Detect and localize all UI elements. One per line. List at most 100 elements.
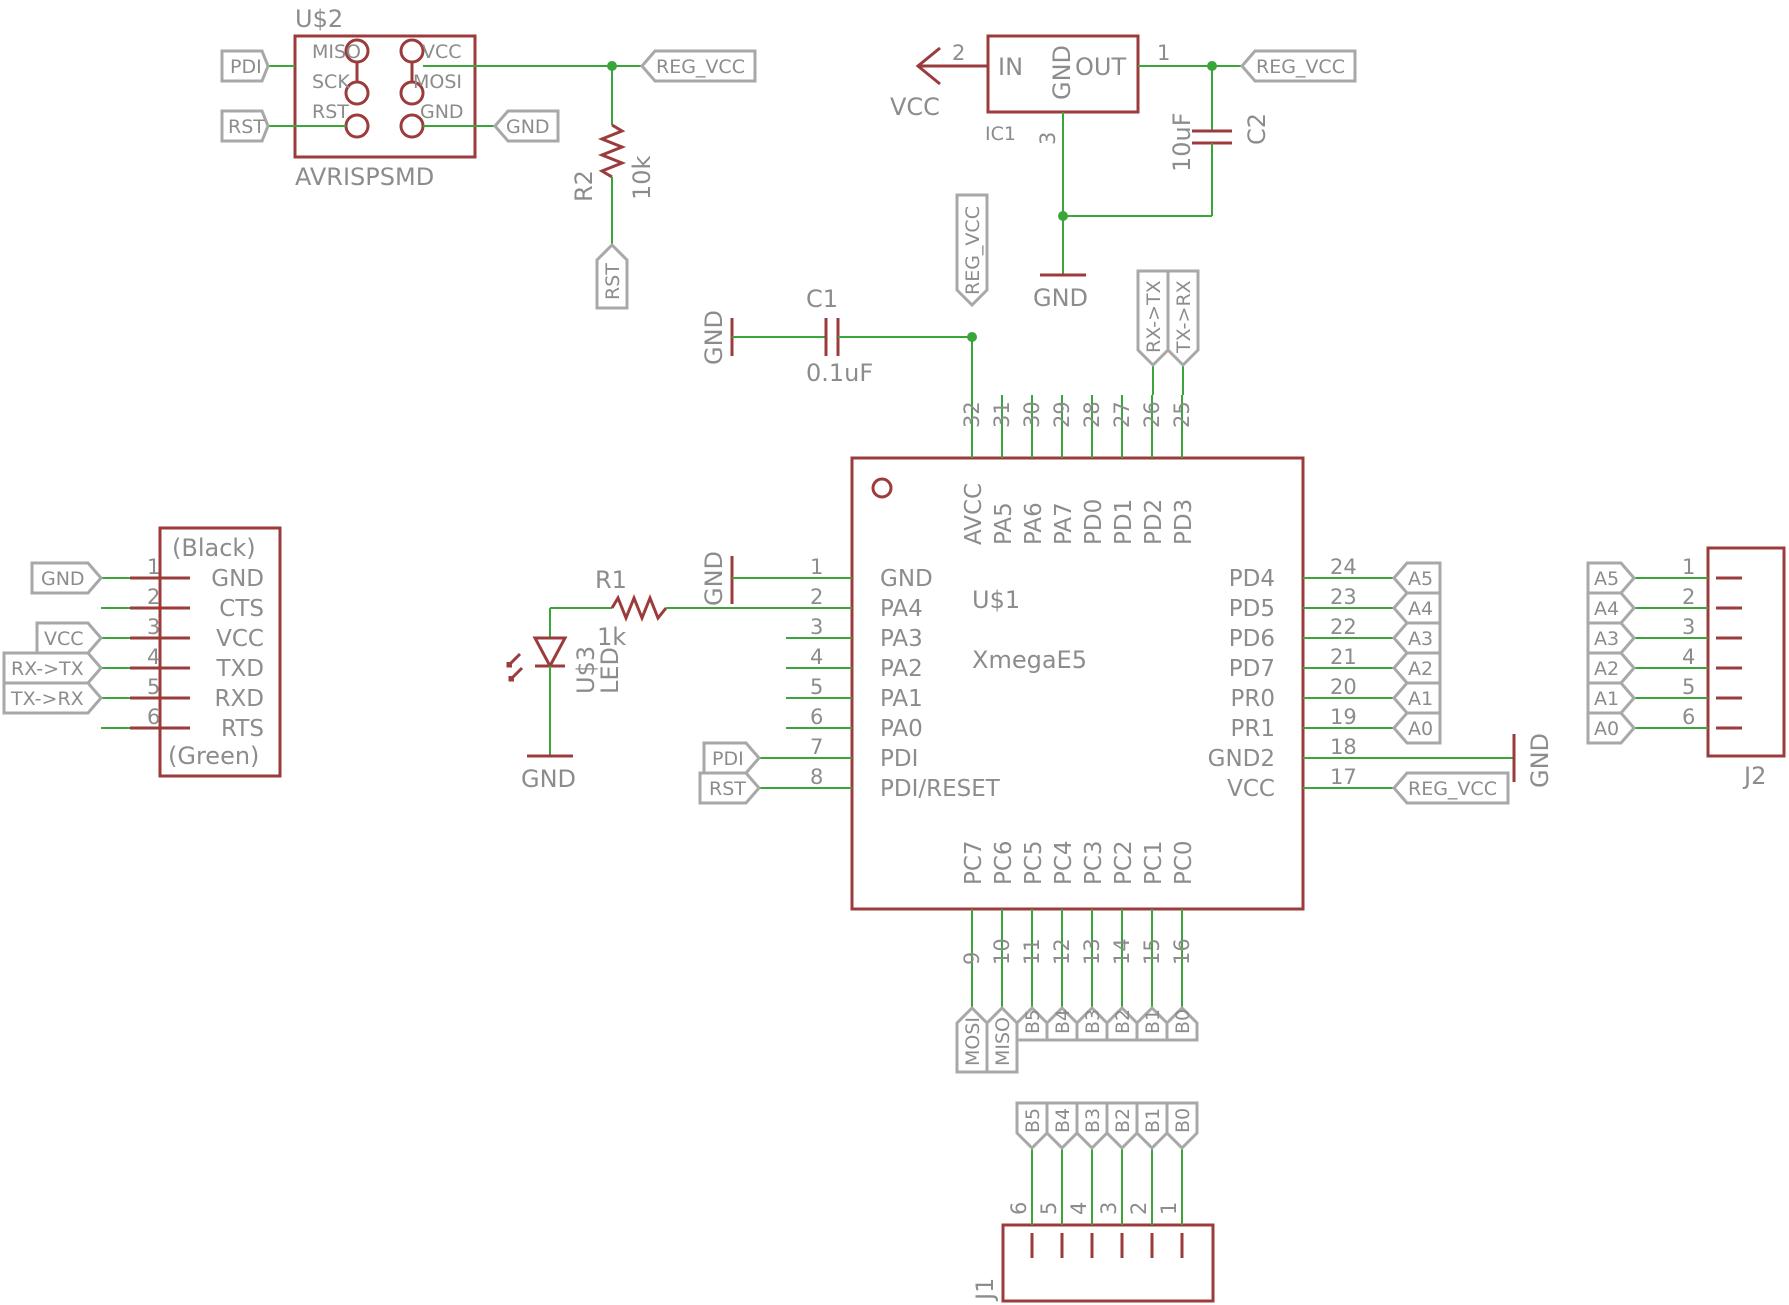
u1-left-pin-name: PDI [880,746,918,772]
flag-u1-a5 [1392,561,1442,595]
u1-top-pin-num: 28 [1080,401,1104,428]
u3-ref: U$3 [572,646,600,694]
u2-pin-miso: MISO [312,41,361,63]
u1-bottom-pin-name: PC5 [1021,840,1047,885]
u1-left-pin-num: 8 [810,765,823,789]
u2-pin-vcc: VCC [422,41,462,63]
u1-right-pin-name: PD7 [1229,656,1275,682]
flag-u1-rst [698,771,761,805]
flag-j1-b4 [1045,1101,1079,1151]
ic1-pin-gnd: GND [1048,45,1076,100]
flag-j2-a3-text: A3 [1594,628,1619,650]
ftdi-pin-num: 1 [147,555,160,579]
flag-rx-tx-top-text: RX->TX [1143,280,1165,353]
u2-pin-sck: SCK [312,71,350,93]
u1-top-pin-num: 31 [990,401,1014,428]
ic1-pin-in: IN [998,53,1023,81]
j1-pin-num: 4 [1067,1202,1091,1215]
ic1-pin-out: OUT [1075,53,1126,81]
flag-u2-gnd-text: GND [506,116,550,138]
u1-top-pin-name: PA6 [1021,502,1047,545]
j1-pin-num: 2 [1127,1202,1151,1215]
u1-xmega: U$1 XmegaE5 32AVCC31PA530PA629PA728PD027… [698,269,1554,1074]
ic1-pin-num-gnd: 3 [1036,132,1060,145]
u1-right-pins: 24PD423PD522PD621PD720PR019PR118GND217VC… [1208,555,1514,802]
u1-right-pin-num: 17 [1330,765,1357,789]
u1-top-pin-name: PA7 [1051,502,1077,545]
flag-u1-bottom-miso-text: MISO [992,1017,1014,1066]
c1-capacitor: GND C1 0.1uF REG_VCC [700,193,989,387]
u1-top-pin-num: 25 [1170,401,1194,428]
flag-u1-a2-text: A2 [1408,658,1433,680]
c2-ref: C2 [1243,113,1271,145]
ic1-regulator: IN OUT GND IC1 2 1 3 VCC REG_VCC GND [890,34,1357,312]
j2-pin-num: 3 [1682,615,1695,639]
flag-j2-a0-text: A0 [1594,718,1619,740]
u1-left-pin-name: GND [880,566,933,592]
j1-pin-num: 3 [1097,1202,1121,1215]
u1-left-gnd-label: GND [700,551,728,606]
u1-bottom-pin-num: 16 [1170,938,1194,965]
flag-u1-bottom-miso [985,1005,1019,1074]
ftdi-pin-num: 4 [147,645,160,669]
flag-j1-b1-text: B1 [1142,1108,1164,1133]
flag-j2-a0 [1586,711,1636,745]
flag-r2-rst-text: RST [602,263,624,300]
flag-u1-bottom-b2-text: B2 [1112,1009,1134,1034]
flag-u2-rst [220,109,270,143]
ftdi-pin-num: 2 [147,585,160,609]
flag-u1-a5-text: A5 [1408,568,1433,590]
u1-left-pin-num: 4 [810,645,823,669]
flag-ftdi-txrx-text: TX->RX [10,688,84,710]
ftdi-pin-name: GND [211,566,264,592]
flag-u1-a0 [1392,711,1442,745]
u2-body [293,34,477,159]
u1-bottom-pin-name: PC4 [1051,840,1077,885]
flag-j2-a2 [1586,651,1636,685]
flag-j1-b2 [1105,1101,1139,1151]
u1-top-pin-num: 26 [1140,401,1164,428]
u1-bottom-pin-num: 14 [1110,938,1134,965]
r1-ref: R1 [595,566,627,594]
u1-left-pin-num: 3 [810,615,823,639]
flag-u1-bottom-b0-text: B0 [1172,1009,1194,1034]
u3-led: U$3 LED GND [506,608,624,793]
ftdi-header-label: (Black) [172,534,256,562]
flag-tx-rx-top-text: TX->RX [1173,280,1195,354]
flag-j1-b5 [1015,1101,1049,1151]
u1-bottom-pin-num: 11 [1020,938,1044,965]
j2-pin-num: 6 [1682,705,1695,729]
u1-bottom-pins: 9PC710PC611PC512PC413PC314PC215PC116PC0M… [955,840,1199,1074]
c1-gnd-label: GND [700,310,728,365]
r1-value: 1k [597,623,626,651]
u1-top-pin-name: PD2 [1141,499,1167,545]
flag-u2-pdi [220,49,270,83]
u1-bottom-pin-name: PC0 [1171,840,1197,885]
r1-resistor: R1 1k [550,566,852,651]
flag-j1-b2-text: B2 [1112,1108,1134,1133]
u1-bottom-pin-name: PC6 [991,840,1017,885]
u1-right-pin-num: 18 [1330,735,1357,759]
flag-u1-pdi [702,741,761,775]
ftdi-pin-num: 5 [147,675,160,699]
u1-left-pin-num: 5 [810,675,823,699]
u1-top-pin-num: 29 [1050,401,1074,428]
flag-ftdi-txrx [2,681,103,715]
u1-left-pin-name: PA0 [880,716,923,742]
u1-bottom-pin-name: PC2 [1111,840,1137,885]
flag-ftdi-rxtx [2,651,103,685]
u1-right-pin-num: 20 [1330,675,1357,699]
flag-u1-a4 [1392,591,1442,625]
flag-u2-regvcc [640,49,757,83]
flag-u2-pdi-text: PDI [230,56,262,78]
u1-top-pin-name: PD1 [1111,499,1137,545]
u1-right-pin-num: 23 [1330,585,1357,609]
u1-bottom-pin-name: PC1 [1141,840,1167,885]
flag-u2-gnd [493,109,560,143]
u2-pin-rst: RST [312,101,349,123]
flag-j2-a4-text: A4 [1594,598,1619,620]
